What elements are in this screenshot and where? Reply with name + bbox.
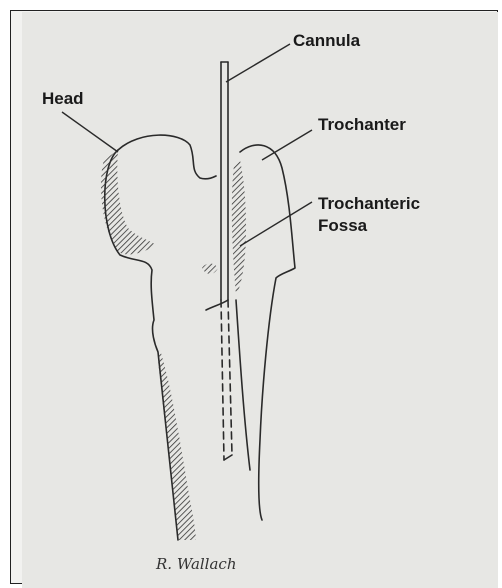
cannula-label: Cannula <box>293 30 360 52</box>
fossa-mark <box>202 264 218 275</box>
trochanteric-fossa-label-line1: Trochanteric <box>318 193 420 215</box>
trochanter-leader <box>262 130 312 160</box>
head-shading <box>101 150 156 254</box>
cannula-tip <box>224 455 232 460</box>
trochanter-label: Trochanter <box>318 114 406 136</box>
femoral-head-top <box>118 135 216 179</box>
cannula-dashed-left <box>221 300 224 460</box>
shaft-shading <box>158 350 196 540</box>
shaft-medial-line <box>236 300 250 470</box>
fossa-leader <box>240 202 312 246</box>
cannula-dashed-right <box>228 300 232 455</box>
trochanteric-fossa-label-line2: Fossa <box>318 215 367 237</box>
fossa-curve <box>206 300 228 310</box>
artist-signature: R. Wallach <box>156 553 237 575</box>
cannula-leader <box>226 44 290 82</box>
trochanteric-fossa-shading <box>232 160 246 295</box>
head-label: Head <box>42 88 84 110</box>
head-leader <box>62 112 118 152</box>
greater-trochanter-outline <box>240 145 295 520</box>
